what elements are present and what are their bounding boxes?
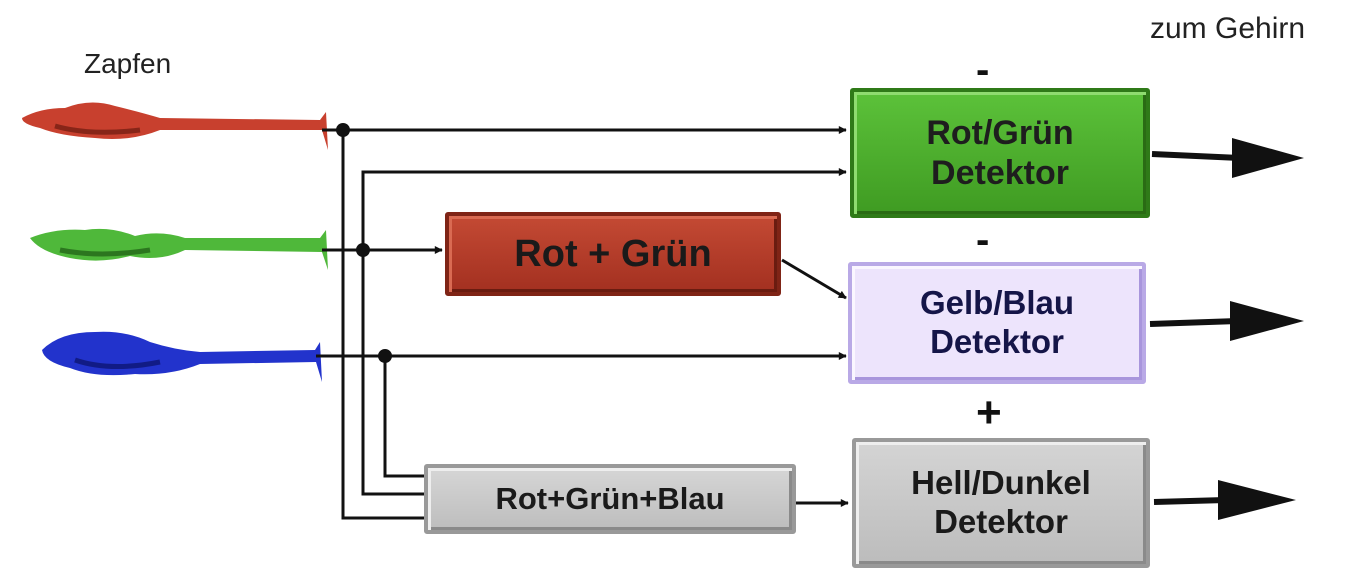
rgb-sum-box: Rot+Grün+Blau [424, 464, 796, 534]
junction-green [356, 243, 370, 257]
wire-rg-sum-to-yb-detector [781, 258, 847, 300]
red-plus-green-label: Rot + Grün [514, 232, 712, 275]
green-cone-icon [30, 228, 328, 270]
yellow-blue-detector-box: Gelb/Blau Detektor [848, 262, 1146, 384]
wire-green-to-rg-detector [361, 168, 847, 250]
light-dark-detector-box: Hell/Dunkel Detektor [852, 438, 1150, 568]
plus-sign-ld: + [976, 388, 1002, 437]
cones-label: Zapfen [84, 48, 172, 79]
wire-red-to-rgb [341, 130, 425, 520]
red-green-detector-line1: Rot/Grün [926, 113, 1074, 152]
junction-red [336, 123, 350, 137]
blue-cone-icon [42, 331, 322, 382]
to-brain-label: zum Gehirn [1150, 12, 1306, 45]
output-arrow-yb [1149, 301, 1304, 341]
yellow-blue-detector-line2: Detektor [930, 323, 1064, 360]
minus-sign-rg: - [976, 48, 990, 92]
wire-blue-to-rgb [383, 356, 425, 478]
red-green-detector-box: Rot/Grün Detektor [850, 88, 1150, 218]
rgb-sum-label: Rot+Grün+Blau [495, 480, 725, 516]
red-cone-icon [22, 102, 328, 150]
junction-blue [378, 349, 392, 363]
yellow-blue-detector-line1: Gelb/Blau [919, 284, 1075, 322]
wire-green-to-rgb [361, 250, 425, 496]
output-arrow-ld [1153, 480, 1296, 520]
red-plus-green-box: Rot + Grün [445, 212, 781, 296]
light-dark-detector-line1: Hell/Dunkel [911, 464, 1091, 502]
output-arrow-rg [1151, 138, 1304, 178]
minus-sign-yb: - [976, 218, 990, 262]
red-green-detector-line2: Detektor [931, 154, 1069, 192]
light-dark-detector-line2: Detektor [934, 503, 1068, 540]
